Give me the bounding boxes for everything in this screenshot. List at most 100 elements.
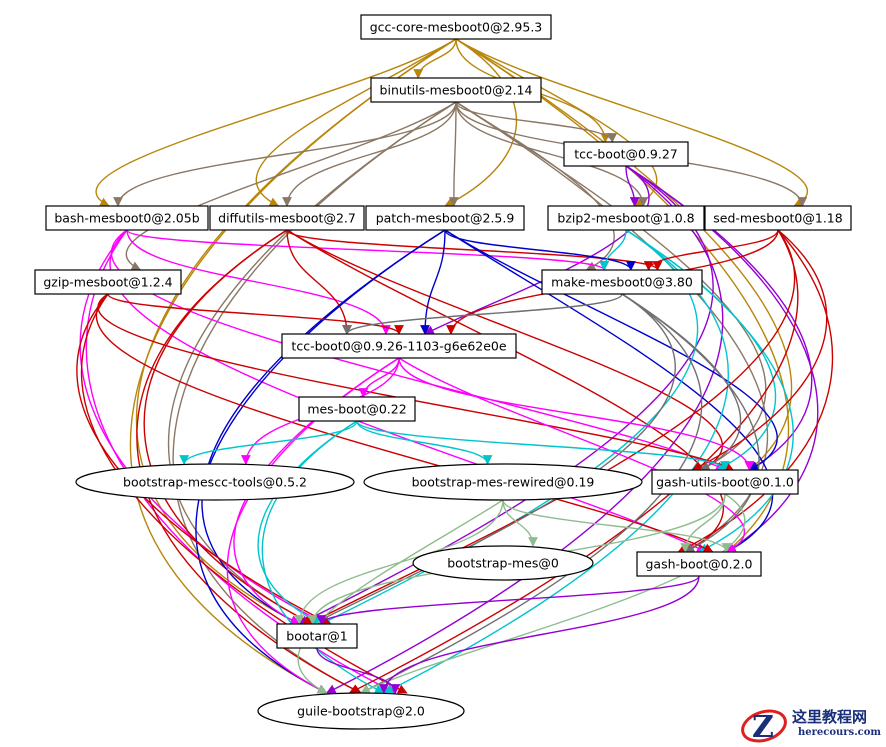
node-label: binutils-mesboot0@2.14 xyxy=(380,83,533,98)
edge-gashutils-to-guile xyxy=(360,493,746,694)
edge-mesboot-to-mescc xyxy=(179,420,358,465)
edge-tccboot-to-bzip2 xyxy=(625,165,640,207)
node-shape xyxy=(370,77,542,103)
node-label: tcc-boot0@0.9.26-1103-g6e62e0e xyxy=(291,339,506,354)
node-label: guile-bootstrap@2.0 xyxy=(297,704,425,719)
node-shape xyxy=(563,141,689,167)
edge-binutils-to-bootar xyxy=(168,101,457,625)
node-mescc: bootstrap-mescc-tools@0.5.2 xyxy=(75,463,355,501)
node-shape xyxy=(412,545,594,581)
node-label: bootstrap-mescc-tools@0.5.2 xyxy=(123,475,307,490)
edge-mesboot-to-gashutils xyxy=(356,420,730,471)
edge-gzip-to-gashutils xyxy=(97,293,734,471)
node-diffutils: diffutils-mesboot@2.7 xyxy=(209,205,365,231)
edge-tccboot-to-bootar xyxy=(298,165,714,625)
node-mesrew: bootstrap-mes-rewired@0.19 xyxy=(363,463,643,501)
node-label: tcc-boot@0.9.27 xyxy=(574,147,678,162)
node-shape xyxy=(34,269,182,295)
watermark-logo: Z 这里教程网 herecours.com xyxy=(738,704,884,746)
node-tccboot: tcc-boot@0.9.27 xyxy=(563,141,689,167)
node-shape xyxy=(365,205,525,231)
edge-gash-to-guile xyxy=(379,575,700,694)
node-label: patch-mesboot@2.5.9 xyxy=(376,211,515,226)
edge-mesrew-to-bmes xyxy=(502,499,538,547)
svg-text:Z: Z xyxy=(752,710,774,745)
logo-icon: Z xyxy=(741,709,787,745)
edge-gashutils-to-gash xyxy=(680,493,726,553)
edge-layer xyxy=(76,38,834,694)
node-shape xyxy=(541,269,703,295)
node-binutils: binutils-mesboot0@2.14 xyxy=(370,77,542,103)
edge-gcc-to-guile xyxy=(129,38,457,694)
node-bzip2: bzip2-mesboot@1.0.8 xyxy=(547,205,705,231)
node-shape xyxy=(209,205,365,231)
node-shape xyxy=(360,14,552,40)
edge-mesrew-to-guile xyxy=(297,499,504,694)
node-gash: gash-boot@0.2.0 xyxy=(636,551,762,577)
node-shape xyxy=(45,205,209,231)
edge-diffutils-to-make xyxy=(286,229,663,271)
node-label: mes-boot@0.22 xyxy=(307,402,406,417)
node-label: sed-mesboot0@1.18 xyxy=(713,211,842,226)
edge-mesboot-to-mesrew xyxy=(356,420,493,465)
node-label: make-mesboot0@3.80 xyxy=(551,275,693,290)
node-label: bootstrap-mes-rewired@0.19 xyxy=(412,475,595,490)
node-shape xyxy=(636,551,762,577)
edge-gcc-to-bash xyxy=(95,38,457,207)
edge-mesrew-to-gash xyxy=(502,499,732,553)
edge-gcc-to-sed xyxy=(455,38,808,207)
node-make: make-mesboot0@3.80 xyxy=(541,269,703,295)
node-layer: gcc-core-mesboot0@2.95.3 binutils-mesboot… xyxy=(34,14,852,730)
edge-binutils-to-patch xyxy=(448,101,459,207)
node-label: gash-utils-boot@0.1.0 xyxy=(656,475,794,490)
node-gcc: gcc-core-mesboot0@2.95.3 xyxy=(360,14,552,40)
edge-sed-to-bootar xyxy=(307,229,796,625)
edge-diffutils-to-tcc0 xyxy=(286,229,352,335)
edge-patch-to-bootar xyxy=(201,229,446,625)
edge-binutils-to-diffutils xyxy=(282,101,457,207)
edge-sed-to-gashutils xyxy=(691,229,828,471)
node-label: gcc-core-mesboot0@2.95.3 xyxy=(370,20,543,35)
edge-bash-to-tcc0 xyxy=(126,229,391,335)
edge-make-to-guile xyxy=(360,293,703,694)
edge-binutils-to-make xyxy=(455,101,615,271)
edge-tcc0-to-gash xyxy=(398,357,746,553)
edge-gcc-to-patch xyxy=(444,38,518,207)
watermark-title: 这里教程网 xyxy=(792,708,868,726)
node-tcc0: tcc-boot0@0.9.26-1103-g6e62e0e xyxy=(281,333,517,359)
edge-gzip-to-tcc0 xyxy=(107,293,404,335)
edge-binutils-to-bzip2 xyxy=(455,101,649,207)
node-gashutils: gash-utils-boot@0.1.0 xyxy=(651,469,799,495)
edge-binutils-to-tccboot xyxy=(455,101,618,143)
node-shape xyxy=(704,205,852,231)
edge-gash-to-bootar xyxy=(316,575,700,625)
node-patch: patch-mesboot@2.5.9 xyxy=(365,205,525,231)
edge-make-to-tcc0 xyxy=(342,293,623,335)
edge-gcc-to-binutils xyxy=(413,38,457,79)
edge-gcc-to-bzip2 xyxy=(455,38,658,207)
node-bash: bash-mesboot0@2.05b xyxy=(45,205,209,231)
node-shape xyxy=(547,205,705,231)
edge-bootar-to-guile xyxy=(316,647,401,694)
node-label: bootstrap-mes@0 xyxy=(447,556,559,571)
edge-tcc0-to-gashutils xyxy=(398,357,755,471)
node-shape xyxy=(298,396,416,422)
node-mesboot: mes-boot@0.22 xyxy=(298,396,416,422)
node-bootar: bootar@1 xyxy=(276,623,358,649)
edge-bzip2-to-make xyxy=(599,229,627,271)
node-sed: sed-mesboot0@1.18 xyxy=(704,205,852,231)
edge-sed-to-make xyxy=(643,229,779,271)
edge-binutils-to-gzip xyxy=(125,101,457,271)
edge-binutils-to-guile xyxy=(172,101,457,694)
edge-gcc-to-diffutils xyxy=(255,38,457,207)
edge-binutils-to-gash xyxy=(455,101,769,553)
edge-binutils-to-bash xyxy=(113,101,457,207)
edge-make-to-gash xyxy=(621,293,760,553)
node-shape xyxy=(651,469,799,495)
node-guile: guile-bootstrap@2.0 xyxy=(257,692,465,730)
node-shape xyxy=(276,623,358,649)
edge-gcc-to-gashutils xyxy=(455,38,793,471)
edge-gzip-to-gash xyxy=(95,293,714,553)
edge-patch-to-make xyxy=(444,229,636,271)
